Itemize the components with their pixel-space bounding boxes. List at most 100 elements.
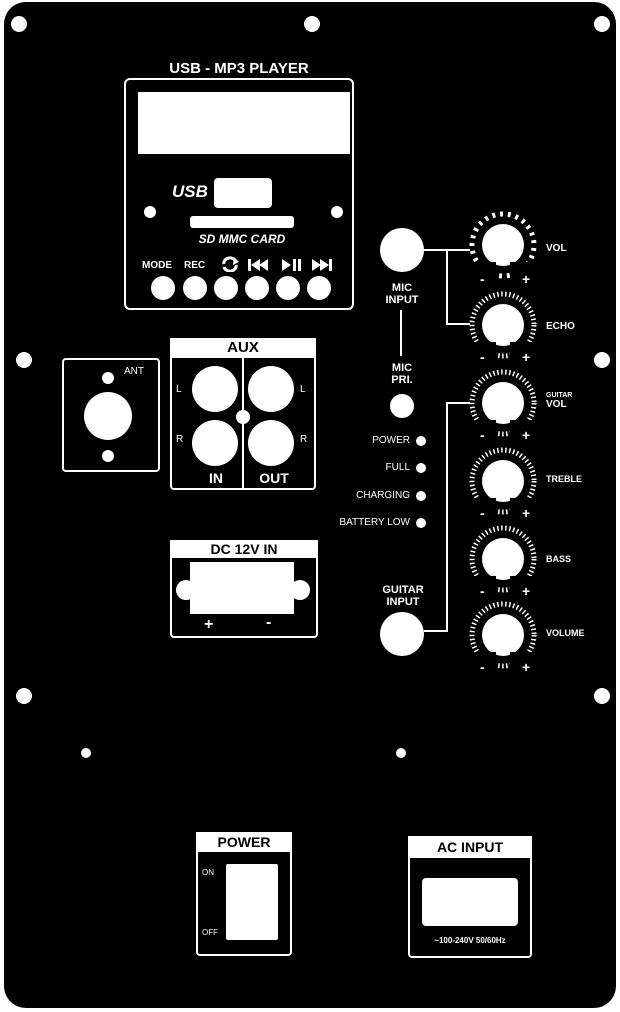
usb-label: USB: [172, 182, 208, 201]
mode-label: MODE: [142, 260, 172, 271]
treble-knob[interactable]: [468, 446, 538, 516]
ac-socket[interactable]: [422, 878, 518, 926]
mount-hole: [304, 16, 320, 32]
antenna-module: [62, 358, 160, 472]
bass-plus: +: [522, 583, 531, 599]
vol-plus: +: [522, 271, 531, 287]
power-indicator-label: POWER: [372, 435, 410, 446]
guitar-bracket-v: [446, 402, 448, 632]
mic-pri-label: MIC PRI.: [374, 362, 430, 386]
guitar-input-label-line2: INPUT: [386, 596, 420, 608]
mic-input-label-line2: INPUT: [385, 294, 419, 306]
mp3-player-title: USB - MP3 PLAYER: [169, 60, 309, 77]
mount-hole: [396, 748, 406, 758]
aux-out-l-label: L: [300, 384, 306, 395]
rec-label: REC: [184, 260, 206, 271]
sd-card-slot[interactable]: [190, 216, 294, 228]
guitar-vol-knob[interactable]: [468, 368, 538, 438]
amplifier-panel: USB - MP3 PLAYER USB SD MMC CARD MODE RE…: [4, 2, 616, 1008]
dc-plus-label: +: [204, 616, 214, 633]
aux-in-right-jack[interactable]: [192, 420, 238, 466]
mode-button[interactable]: [151, 276, 175, 300]
guitar-vol-label-line1: GUITAR: [546, 392, 573, 399]
battery-low-indicator-led: [416, 518, 426, 528]
volume-label: VOLUME: [546, 628, 585, 638]
screw-hole: [144, 206, 156, 218]
mount-hole: [594, 16, 610, 32]
play-pause-icon: [282, 259, 301, 271]
battery-low-indicator-label: BATTERY LOW: [339, 517, 410, 528]
antenna-connector[interactable]: [84, 392, 132, 440]
vol-label: VOL: [546, 243, 567, 254]
mount-hole: [594, 352, 610, 368]
mic-bracket-h: [424, 249, 446, 251]
mic-pri-label-line2: PRI.: [391, 374, 413, 386]
guitar-input-jack[interactable]: [380, 612, 424, 656]
guitar-vol-label-line2: VOL: [546, 399, 567, 410]
vol-minus: -: [480, 271, 485, 287]
bass-knob[interactable]: [468, 524, 538, 594]
dc-minus-label: -: [266, 614, 272, 631]
vol-knob[interactable]: [468, 210, 538, 280]
mic-connector-line: [400, 310, 402, 356]
mp3-player-module: [124, 78, 354, 310]
mic-input-label: MIC INPUT: [374, 282, 430, 306]
mic-input-label-line1: MIC: [391, 282, 413, 294]
mic-input-jack[interactable]: [380, 228, 424, 272]
treble-minus: -: [480, 505, 485, 521]
power-off-label: OFF: [202, 928, 218, 937]
previous-icon: [248, 259, 268, 271]
usb-port[interactable]: [214, 178, 272, 208]
mic-bracket-top: [446, 249, 470, 251]
treble-plus: +: [522, 505, 531, 521]
guitar-bracket-top: [446, 402, 470, 404]
aux-out-left-jack[interactable]: [248, 366, 294, 412]
power-switch[interactable]: [226, 864, 278, 940]
aux-in-l-label: L: [176, 384, 182, 395]
antenna-screw-top: [102, 372, 114, 384]
echo-plus: +: [522, 349, 531, 365]
repeat-icon: [222, 256, 239, 272]
next-icon: [312, 259, 332, 271]
aux-in-left-jack[interactable]: [192, 366, 238, 412]
volume-plus: +: [522, 659, 531, 675]
volume-minus: -: [480, 659, 485, 675]
aux-center-screw: [236, 410, 250, 424]
aux-in-label: IN: [209, 470, 223, 486]
dc-socket[interactable]: [190, 562, 294, 614]
aux-out-right-jack[interactable]: [248, 420, 294, 466]
power-on-label: ON: [202, 868, 214, 877]
dc-socket-ear-left: [176, 580, 196, 600]
previous-button[interactable]: [245, 276, 269, 300]
bass-label: BASS: [546, 554, 572, 564]
treble-label: TREBLE: [546, 474, 582, 484]
mount-hole: [594, 688, 610, 704]
guitar-input-label: GUITAR INPUT: [370, 584, 436, 608]
volume-knob[interactable]: [468, 600, 538, 670]
charging-indicator-led: [416, 491, 426, 501]
dc-title-tag: DC 12V IN: [170, 540, 318, 558]
mp3-display: [138, 92, 350, 154]
mount-hole: [16, 352, 32, 368]
repeat-button[interactable]: [214, 276, 238, 300]
aux-in-r-label: R: [176, 434, 184, 445]
aux-out-r-label: R: [300, 434, 308, 445]
full-indicator-label: FULL: [385, 462, 410, 473]
mount-hole: [11, 16, 27, 32]
guitar-vol-minus: -: [480, 427, 485, 443]
bass-minus: -: [480, 583, 485, 599]
aux-title-tag: AUX: [170, 338, 316, 358]
mic-priority-button[interactable]: [390, 394, 414, 418]
rec-button[interactable]: [183, 276, 207, 300]
power-title-tag: POWER: [196, 832, 292, 852]
guitar-input-label-line1: GUITAR: [382, 584, 424, 596]
full-indicator-led: [416, 463, 426, 473]
echo-minus: -: [480, 349, 485, 365]
antenna-screw-bottom: [102, 450, 114, 462]
mount-hole: [16, 688, 32, 704]
screw-hole: [331, 206, 343, 218]
guitar-vol-plus: +: [522, 427, 531, 443]
echo-knob[interactable]: [468, 290, 538, 360]
next-button[interactable]: [307, 276, 331, 300]
play-pause-button[interactable]: [276, 276, 300, 300]
